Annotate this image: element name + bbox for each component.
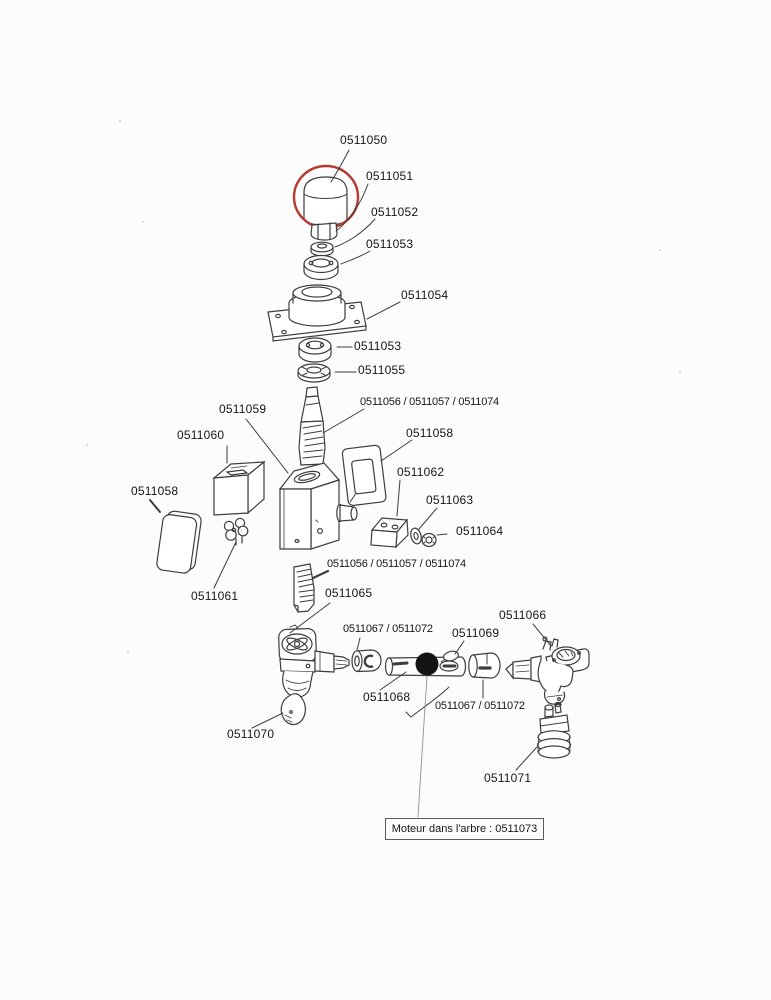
part-label-0511058-left: 0511058 <box>131 484 179 498</box>
part-label-0511058-right: 0511058 <box>406 426 454 440</box>
part-label-0511056-57-74-upper: 0511056 / 0511057 / 0511074 <box>360 396 499 408</box>
part-bracket-58-right <box>341 444 387 506</box>
part-label-0511060: 0511060 <box>177 428 225 442</box>
part-block-62 <box>370 517 409 549</box>
part-label-0511065: 0511065 <box>325 586 373 600</box>
part-label-0511054: 0511054 <box>401 288 449 302</box>
part-solenoid-71 <box>536 701 572 759</box>
part-label-0511064: 0511064 <box>456 524 504 538</box>
part-label-0511051: 0511051 <box>366 169 414 183</box>
part-motor-support-65 <box>278 624 350 699</box>
part-hex-nut <box>310 222 338 241</box>
part-label-0511056-57-74-lower: 0511056 / 0511057 / 0511074 <box>327 558 466 570</box>
part-clamp-61 <box>223 517 249 546</box>
part-threaded-shaft-bottom <box>293 563 315 613</box>
scan-speckles <box>85 119 682 653</box>
part-label-0511069: 0511069 <box>452 626 500 640</box>
part-coupling-67a <box>351 649 382 673</box>
callout-leader-line <box>417 675 428 818</box>
part-plate-58-left <box>156 510 202 574</box>
part-label-0511053-upper: 0511053 <box>366 237 414 251</box>
part-threaded-shaft-top <box>298 386 326 466</box>
part-bearing-53b <box>298 337 332 363</box>
part-label-0511067-72-left: 0511067 / 0511072 <box>343 623 433 635</box>
motor-shaft-ball <box>415 652 439 676</box>
part-label-0511053-lower: 0511053 <box>354 339 402 353</box>
part-label-0511050: 0511050 <box>340 133 388 147</box>
callout-text: Moteur dans l'arbre : 0511073 <box>391 823 538 835</box>
part-label-0511059: 0511059 <box>219 402 267 416</box>
part-nut-64 <box>421 532 437 548</box>
part-washer-63 <box>410 527 422 545</box>
part-label-0511067-72-right: 0511067 / 0511072 <box>435 700 525 712</box>
part-washer-55 <box>297 363 331 383</box>
part-label-0511068: 0511068 <box>363 690 411 704</box>
part-cap <box>303 176 348 226</box>
part-label-0511070: 0511070 <box>227 727 275 741</box>
part-box-60 <box>212 460 266 516</box>
part-bearing-53a <box>303 254 339 281</box>
part-label-0511055: 0511055 <box>358 363 406 377</box>
part-cylinder-54 <box>288 284 346 327</box>
part-main-housing-59 <box>278 462 358 550</box>
part-label-0511061: 0511061 <box>191 589 239 603</box>
leader-lines <box>149 149 552 771</box>
callout-box: Moteur dans l'arbre : 0511073 <box>385 818 544 840</box>
part-pump-assembly-66 <box>505 636 590 705</box>
part-cam-70 <box>280 693 306 726</box>
part-label-0511062: 0511062 <box>397 465 445 479</box>
part-label-0511066: 0511066 <box>499 608 547 622</box>
part-coupling-67b <box>468 652 501 679</box>
part-label-0511052: 0511052 <box>371 205 419 219</box>
part-label-0511063: 0511063 <box>426 493 474 507</box>
part-washer-52 <box>310 241 334 257</box>
part-label-0511071: 0511071 <box>484 771 532 785</box>
